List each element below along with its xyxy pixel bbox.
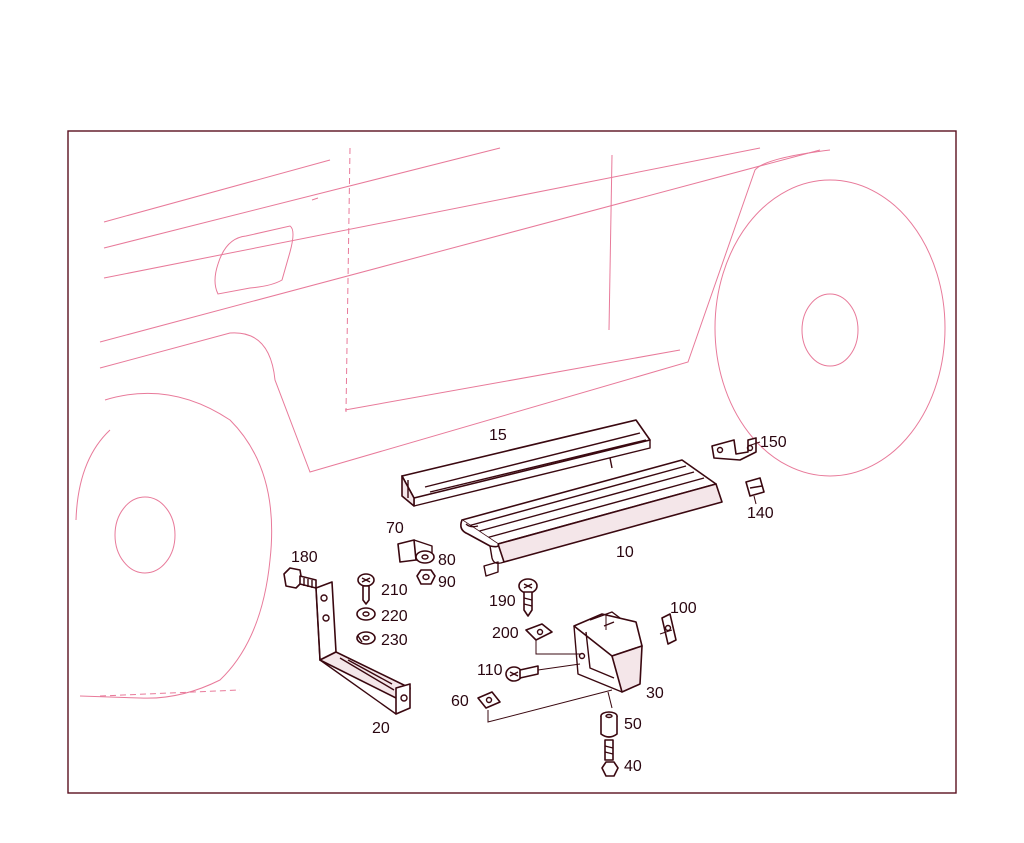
part-200-clip-nut	[525, 623, 553, 641]
part-190-screw	[518, 578, 538, 617]
part-50-spacer	[600, 711, 618, 738]
callout-200: 200	[492, 625, 519, 642]
callout-80: 80	[438, 552, 456, 569]
part-110-bolt	[505, 665, 539, 682]
callout-90: 90	[438, 574, 456, 591]
diagram-frame	[67, 130, 957, 794]
part-140-clip-nut	[745, 477, 765, 497]
callout-50: 50	[624, 716, 642, 733]
part-10-running-board	[460, 459, 723, 577]
part-90-hex-nut	[416, 569, 436, 585]
callout-70: 70	[386, 520, 404, 537]
callout-180: 180	[291, 549, 318, 566]
part-30-step-bracket	[573, 611, 643, 693]
part-210-screw	[357, 573, 375, 605]
callout-210: 210	[381, 582, 408, 599]
callout-30: 30	[646, 685, 664, 702]
part-230-spring-washer	[356, 631, 376, 645]
part-20-support-bracket	[315, 581, 411, 715]
part-80-washer	[415, 550, 435, 564]
callout-140: 140	[747, 505, 774, 522]
callout-220: 220	[381, 608, 408, 625]
leader-lines	[487, 441, 761, 723]
callout-230: 230	[381, 632, 408, 649]
callout-150: 150	[760, 434, 787, 451]
callout-20: 20	[372, 720, 390, 737]
part-180-hex-bolt	[283, 567, 317, 589]
part-100-clip	[661, 613, 677, 645]
part-150-bracket	[711, 437, 757, 461]
callout-110: 110	[477, 662, 503, 679]
callout-40: 40	[624, 758, 642, 775]
callout-190: 190	[489, 593, 516, 610]
part-60-clip-nut	[477, 691, 501, 709]
part-40-hex-bolt	[601, 739, 619, 777]
callout-labels: 15 150 140 70 10 180 80 90 210 190 100 2…	[291, 427, 787, 775]
callout-60: 60	[451, 693, 469, 710]
callout-10: 10	[616, 544, 634, 561]
part-220-washer	[356, 607, 376, 621]
callout-15: 15	[489, 427, 507, 444]
callout-100: 100	[670, 600, 697, 617]
vehicle-outline	[75, 147, 946, 699]
part-15-running-board-profile	[401, 419, 651, 507]
